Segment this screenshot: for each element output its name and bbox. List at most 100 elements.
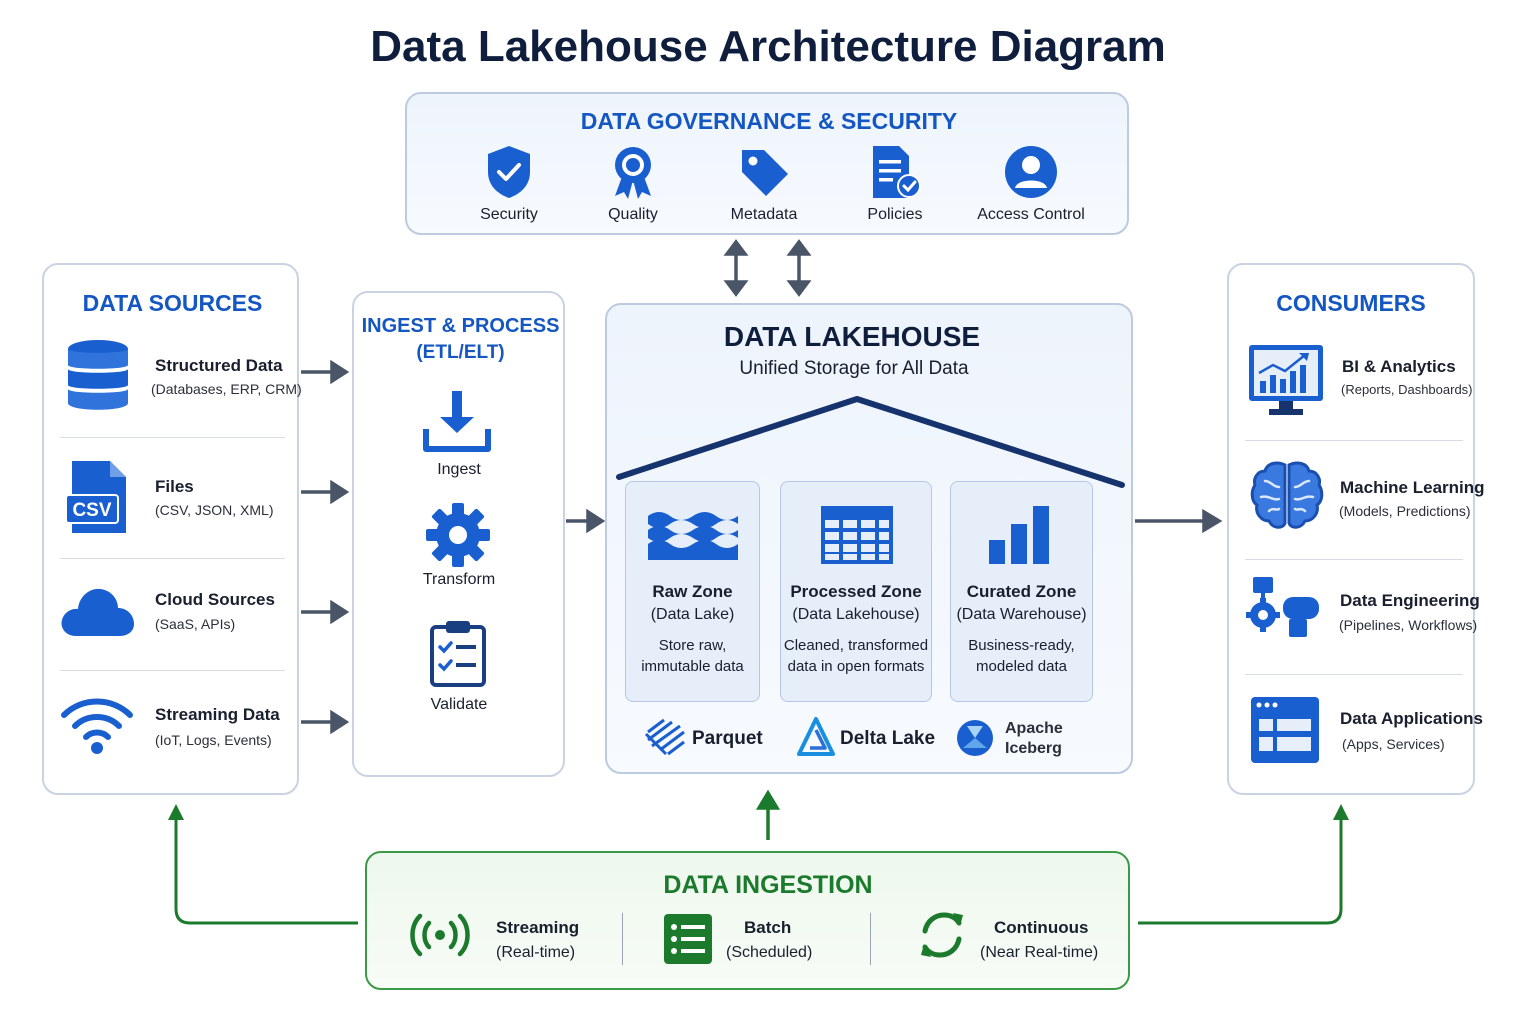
ingest-process-panel: INGEST & PROCESS (ETL/ELT) Ingest Transf… [352,291,565,777]
source-sub: (IoT, Logs, Events) [155,732,272,748]
list-icon [664,914,712,964]
ingestion-to-lakehouse-arrow [755,789,781,840]
consumer-sub: (Models, Predictions) [1339,503,1471,519]
sources-to-ingest-arrows [301,359,350,735]
ingest-step-label: Ingest [437,461,481,478]
consumer-sub: (Reports, Dashboards) [1341,382,1473,397]
iceberg-logo-icon [957,720,993,756]
governance-label: Policies [867,206,923,223]
zone-desc-line: immutable data [641,658,744,675]
source-item-streaming: Streaming Data (IoT, Logs, Events) [44,685,298,785]
ingestion-to-sources-arrow [174,818,358,925]
zone-title: Curated Zone [966,582,1077,601]
zone-desc-line: Business-ready, [968,637,1075,654]
divider [60,437,285,438]
download-tray-icon [423,391,491,452]
lakehouse-heading: DATA LAKEHOUSE [723,321,981,352]
database-icon [68,340,128,410]
app-window-icon [1251,697,1319,763]
ingestion-mode-label: Streaming [496,918,580,937]
table-grid-icon [821,506,893,564]
brain-icon [1250,461,1324,529]
governance-lakehouse-arrow [723,239,812,297]
zone-desc-line: modeled data [976,658,1067,675]
zone-processed: Processed Zone (Data Lakehouse) Cleaned,… [780,481,932,702]
award-ribbon-icon [615,147,651,199]
ingestion-to-consumers-arrow [1138,818,1343,925]
consumer-label: Data Engineering [1340,591,1480,610]
house-roof [616,396,1125,488]
zone-desc: Store raw, immutable data [626,635,759,677]
zone-curated: Curated Zone (Data Warehouse) Business-r… [950,481,1093,702]
zone-sub: (Data Warehouse) [956,606,1087,623]
broadcast-icon [410,913,470,957]
source-label: Streaming Data [155,705,280,724]
source-label: Structured Data [155,356,283,375]
consumers-panel: CONSUMERS BI & Analytics (Reports, Dashb… [1227,263,1485,795]
zone-title: Raw Zone [652,582,733,601]
source-item-cloud: Cloud Sources (SaaS, APIs) [44,570,298,670]
ingestion-mode-sub: (Near Real-time) [980,944,1099,961]
bar-chart-icon [989,506,1049,564]
governance-item-security: Security [444,144,574,224]
consumer-label: BI & Analytics [1342,357,1456,376]
clipboard-check-icon [430,621,486,687]
governance-item-policies: Policies [830,144,960,224]
zone-desc: Business-ready, modeled data [951,635,1092,677]
zone-title: Processed Zone [790,582,922,601]
tag-icon [742,150,788,196]
csv-badge-text: CSV [72,500,111,521]
page-title: Data Lakehouse Architecture Diagram [370,22,1166,71]
ingest-to-lakehouse-arrow [566,508,606,534]
csv-file-icon: CSV [65,461,126,533]
governance-item-quality: Quality [568,144,698,224]
divider [1245,559,1463,560]
format-label: Parquet [692,728,763,749]
source-sub: (SaaS, APIs) [155,616,236,632]
governance-label: Metadata [730,206,798,223]
format-label: Delta Lake [840,728,936,749]
ingestion-to-sources-arrowhead [168,804,184,820]
ingestion-mode-sub: (Real-time) [496,944,576,961]
data-lakehouse-panel: DATA LAKEHOUSE Unified Storage for All D… [605,303,1133,774]
ingestion-mode-sub: (Scheduled) [726,944,813,961]
zone-desc-line: Cleaned, transformed [783,637,929,654]
ingest-subheading: (ETL/ELT) [416,342,505,363]
zone-desc-line: Store raw, [658,637,727,654]
source-sub: (Databases, ERP, CRM) [151,381,302,397]
zone-sub: (Data Lakehouse) [792,606,920,623]
data-sources-heading: DATA SOURCES [82,290,263,316]
consumer-sub: (Pipelines, Workflows) [1339,617,1478,633]
consumers-heading: CONSUMERS [1276,290,1426,316]
ingest-step-label: Transform [422,571,496,588]
consumer-label: Data Applications [1340,709,1483,728]
ingestion-heading: DATA INGESTION [663,871,873,899]
governance-label: Security [480,206,538,223]
zone-sub: (Data Lake) [650,606,735,623]
lakehouse-subheading: Unified Storage for All Data [739,358,969,379]
parquet-logo-icon [644,718,685,756]
user-circle-icon [1005,146,1057,198]
ingest-heading: INGEST & PROCESS [361,315,560,337]
lakehouse-to-consumers-arrow [1135,508,1223,534]
source-sub: (CSV, JSON, XML) [155,502,274,518]
governance-label: Access Control [977,206,1085,223]
governance-label: Quality [608,206,658,223]
governance-heading: DATA GOVERNANCE & SECURITY [580,108,958,134]
governance-panel: DATA GOVERNANCE & SECURITY Security Qual… [405,92,1129,235]
divider [622,913,623,965]
wifi-icon [61,698,133,754]
zone-desc: Cleaned, transformed data in open formats [781,635,931,677]
format-label: Apache [1005,720,1063,737]
consumer-sub: (Apps, Services) [1342,736,1445,752]
divider [60,558,285,559]
divider [1245,440,1463,441]
source-item-structured: Structured Data (Databases, ERP, CRM) [44,337,302,437]
waves-icon [648,512,738,560]
monitor-chart-icon [1249,345,1323,415]
gear-icon [426,503,490,567]
source-item-files: CSV Files (CSV, JSON, XML) [44,455,298,555]
zone-desc-line: data in open formats [787,658,925,675]
format-label: Iceberg [1005,740,1062,757]
